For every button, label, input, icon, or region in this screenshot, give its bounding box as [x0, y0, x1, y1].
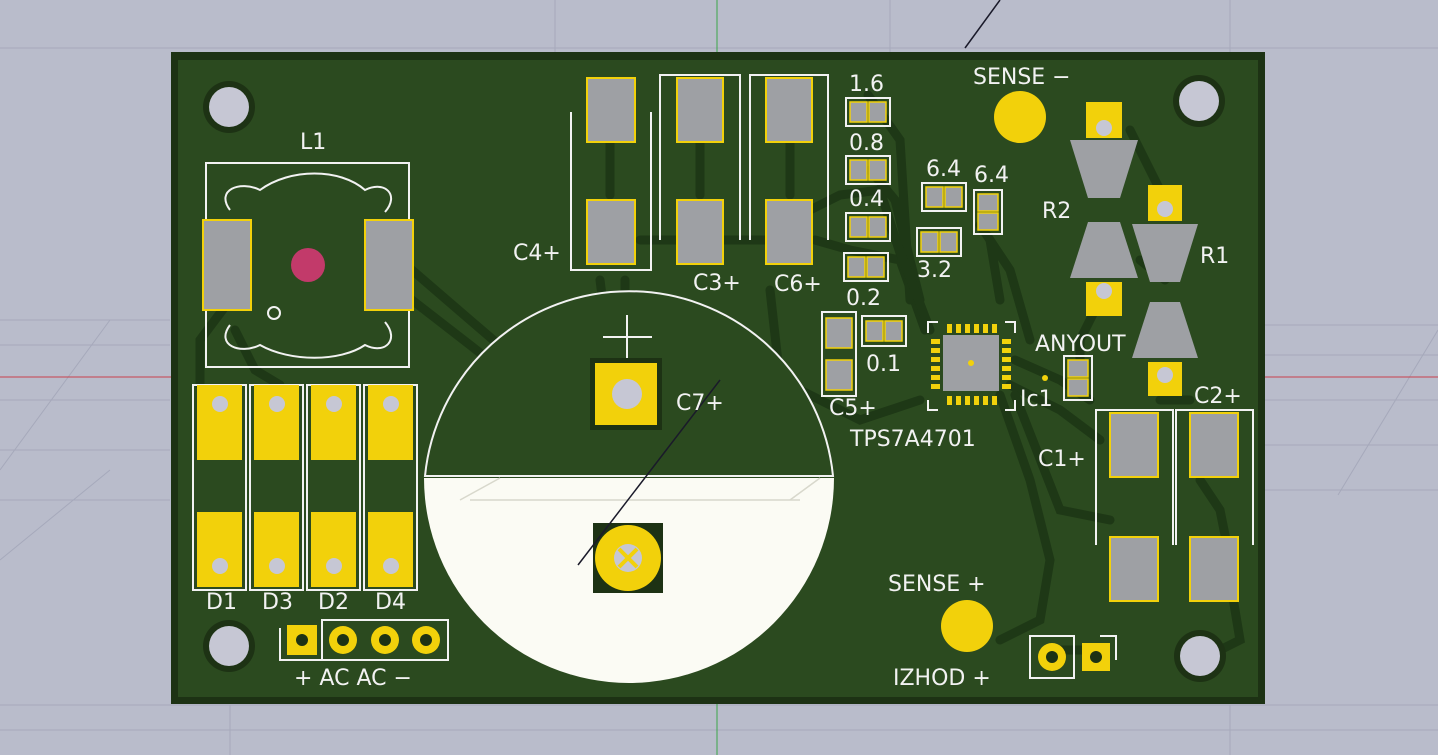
mounting-holes — [203, 75, 1226, 682]
label-3-2: 3.2 — [917, 258, 952, 283]
label-6-4-b: 6.4 — [974, 163, 1009, 188]
resistor-r2[interactable]: R2 — [1042, 102, 1138, 316]
capacitor-c6[interactable]: C6+ — [749, 74, 829, 297]
resistor-r1[interactable]: R1 — [1132, 185, 1229, 396]
label-ic-part: TPS7A4701 — [849, 427, 976, 452]
label-0-8: 0.8 — [849, 131, 884, 156]
connector-izhod[interactable]: IZHOD + — [893, 635, 1117, 691]
capacitor-c5[interactable]: C5+ — [821, 311, 877, 421]
label-r1: R1 — [1200, 244, 1229, 269]
ic-ic1[interactable]: Ic1 TPS7A4701 — [849, 321, 1053, 452]
diode-d4: D4 — [363, 384, 418, 615]
capacitor-c7[interactable]: C7+ — [423, 290, 835, 683]
label-anyout: ANYOUT — [1035, 332, 1126, 357]
smd-6-4-horizontal[interactable]: 6.4 — [921, 157, 967, 212]
smd-0-1[interactable]: 0.1 — [861, 315, 907, 377]
label-0-1: 0.1 — [866, 352, 901, 377]
inductor-l1[interactable]: L1 — [202, 130, 414, 368]
label-ac-connector: + AC AC − — [294, 666, 412, 691]
label-d1: D1 — [206, 590, 237, 615]
label-c2: C2+ — [1194, 384, 1242, 409]
diode-d3: D3 — [249, 384, 304, 615]
capacitor-c4[interactable]: C4+ — [513, 77, 652, 271]
diodes[interactable]: D1 D3 D2 D4 — [192, 384, 418, 615]
label-d4: D4 — [375, 590, 406, 615]
label-d2: D2 — [318, 590, 349, 615]
label-d3: D3 — [262, 590, 293, 615]
label-c5: C5+ — [829, 396, 877, 421]
smd-ladder[interactable]: 1.6 0.8 0.4 0.2 — [843, 72, 891, 311]
label-0-2: 0.2 — [846, 286, 881, 311]
capacitor-c3[interactable]: C3+ — [659, 74, 741, 296]
capacitor-c2[interactable]: C2+ — [1175, 384, 1254, 602]
smd-0-2: 0.2 — [843, 252, 889, 311]
label-c4: C4+ — [513, 241, 561, 266]
sense-plus-pad[interactable]: SENSE + — [888, 572, 993, 652]
label-sense-minus: SENSE − — [973, 65, 1071, 90]
axis-z — [964, 0, 1001, 49]
diode-d1: D1 — [192, 384, 247, 615]
capacitor-c1[interactable]: C1+ — [1038, 409, 1174, 602]
label-1-6: 1.6 — [849, 72, 884, 97]
jumper-anyout[interactable]: ANYOUT — [1035, 332, 1126, 401]
label-r2: R2 — [1042, 199, 1071, 224]
label-c7: C7+ — [676, 391, 724, 416]
label-l1: L1 — [300, 130, 326, 155]
diode-d2: D2 — [306, 384, 361, 615]
label-c1: C1+ — [1038, 447, 1086, 472]
smd-0-8: 0.8 — [845, 131, 891, 185]
label-6-4-a: 6.4 — [926, 157, 961, 182]
smd-3-2[interactable]: 3.2 — [916, 227, 962, 283]
label-ic1: Ic1 — [1020, 387, 1053, 412]
connector-ac[interactable]: + AC AC − — [279, 619, 449, 691]
label-izhod-plus: IZHOD + — [893, 666, 991, 691]
label-0-4: 0.4 — [849, 187, 884, 212]
smd-6-4-vertical[interactable]: 6.4 — [973, 163, 1009, 235]
label-sense-plus: SENSE + — [888, 572, 986, 597]
smd-0-4: 0.4 — [845, 187, 891, 242]
label-c3: C3+ — [693, 271, 741, 296]
label-c6: C6+ — [774, 272, 822, 297]
sense-minus-pad[interactable]: SENSE − — [973, 65, 1071, 143]
smd-1-6: 1.6 — [845, 72, 891, 127]
